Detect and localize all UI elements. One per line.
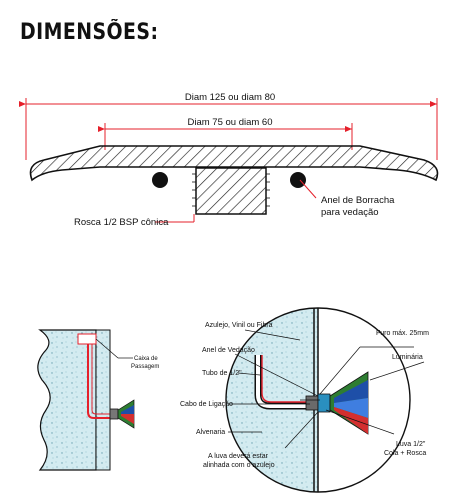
detail-leader-lines <box>228 329 425 449</box>
masonry-label: Alvenaria <box>196 429 225 436</box>
lamp-body-section <box>29 145 439 182</box>
sleeve-label-1: Luva 1/2" <box>396 441 426 448</box>
align-label-1: A luva deverá estar <box>208 453 269 460</box>
light-label: Luminária <box>392 354 423 361</box>
junction-box-label-1: Caixa de <box>134 356 158 362</box>
sleeve-label-2: Cola + Rosca <box>384 450 426 457</box>
tile-label: Azulejo, Vinil ou Fibra <box>205 322 273 329</box>
cable-label: Cabo de Ligação <box>180 401 233 408</box>
thread-section <box>195 167 267 215</box>
inner-diameter-dimension: Diam 75 ou diam 60 <box>98 117 353 150</box>
junction-box-label-2: Passagem <box>131 364 159 370</box>
page-title: DIMENSÕES: <box>20 20 159 45</box>
outer-diameter-label: Diam 125 ou diam 80 <box>185 92 275 103</box>
wall-section-left <box>37 329 135 471</box>
thread-teeth <box>192 173 270 207</box>
seal-label-2: para vedação <box>321 207 379 218</box>
seal-ring-label: Anel de Vedação <box>202 347 255 354</box>
seal-label-1: Anel de Borracha <box>321 195 395 206</box>
junction-box <box>77 333 97 345</box>
outer-diameter-dimension: Diam 125 ou diam 80 <box>19 92 438 160</box>
tube-label: Tubo de 1/2" <box>202 370 242 377</box>
align-label-2: alinhada com o azulejo <box>203 462 275 469</box>
hole-label: Furo máx. 25mm <box>376 330 429 337</box>
seal-ring-right <box>290 172 306 188</box>
inner-diameter-label: Diam 75 ou diam 60 <box>187 117 272 128</box>
thread-label: Rosca 1/2 BSP cônica <box>74 217 169 228</box>
seal-ring-left <box>152 172 168 188</box>
